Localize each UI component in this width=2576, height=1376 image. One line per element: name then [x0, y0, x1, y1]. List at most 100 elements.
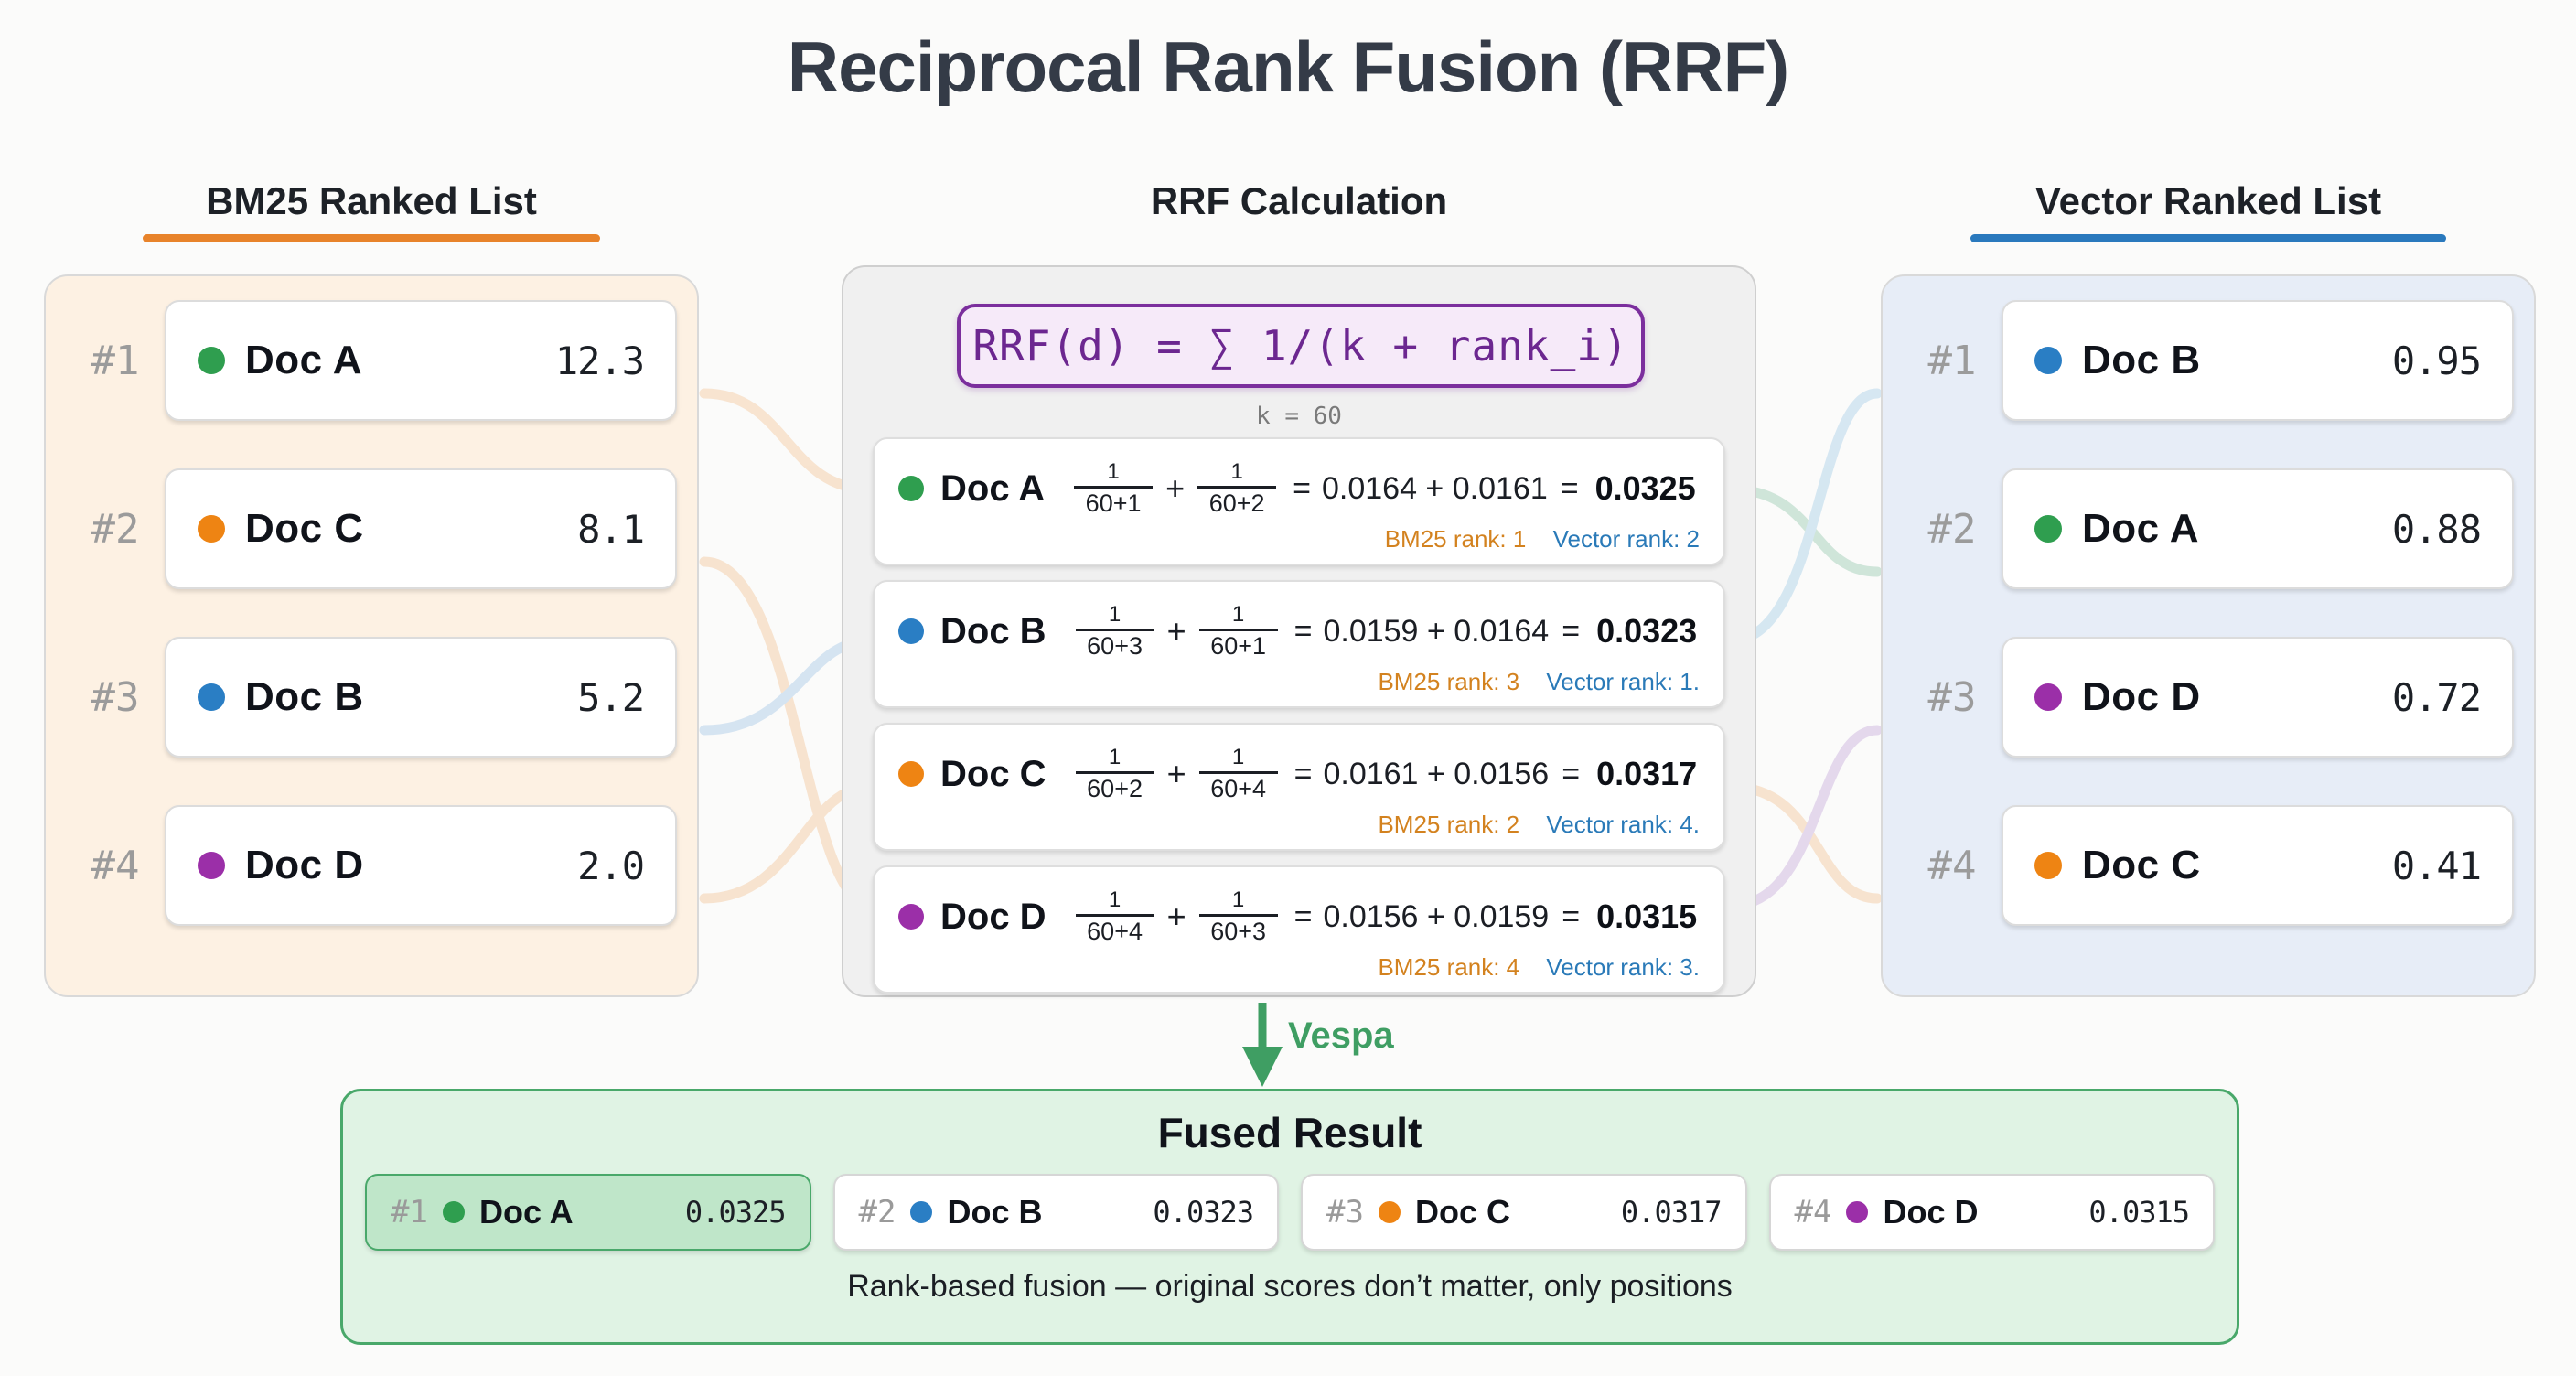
term-1: 0.0164 [1321, 470, 1417, 506]
doc-score: 0.0315 [2088, 1195, 2190, 1230]
fraction-numerator: 1 [1108, 745, 1122, 769]
doc-color-dot [198, 347, 225, 374]
fraction-numerator: 1 [1230, 459, 1243, 484]
rrf-total: 0.0323 [1596, 612, 1698, 650]
fraction-denominator: 60+4 [1087, 918, 1143, 945]
fraction-2: 1 60+1 [1198, 602, 1278, 660]
rrf-heading-label: RRF Calculation [1150, 179, 1448, 222]
plus-sign: + [1166, 612, 1186, 650]
doc-score: 0.72 [2391, 674, 2482, 720]
flow-arrow-group: Vespa [1208, 1003, 1592, 1103]
doc-card[interactable]: Doc D 0.72 [2002, 637, 2514, 758]
fraction-denominator: 60+4 [1210, 775, 1267, 802]
vector-rank-label: Vector rank: 2 [1552, 525, 1700, 553]
rrf-total: 0.0315 [1596, 898, 1698, 935]
rank-label: #3 [1927, 673, 1977, 721]
rank-label: #2 [1927, 505, 1977, 553]
vector-row-1[interactable]: #1 Doc B 0.95 [1903, 293, 2514, 428]
doc-color-dot [898, 904, 924, 930]
doc-score: 5.2 [577, 674, 645, 720]
doc-color-dot [2034, 347, 2062, 374]
rrf-calc-row-2[interactable]: Doc B 1 60+3 + 1 60+1 = 0.0159 + 0.0164 … [873, 580, 1725, 708]
fused-result-title: Fused Result [1157, 1109, 1422, 1156]
bm25-row-4[interactable]: #4 Doc D 2.0 [66, 798, 677, 933]
fused-chip-4[interactable]: #4 Doc D 0.0315 [1768, 1174, 2215, 1251]
fraction-2: 1 60+4 [1198, 745, 1278, 802]
term-1: 0.0161 [1323, 756, 1419, 791]
doc-card[interactable]: Doc D 2.0 [165, 805, 677, 926]
doc-card[interactable]: Doc C 0.41 [2002, 805, 2514, 926]
rrf-calc-expression: Doc C 1 60+2 + 1 60+4 = 0.0161 + 0.0156 … [898, 725, 1701, 816]
rank-label: #2 [91, 505, 140, 553]
doc-name: Doc A [940, 468, 1046, 509]
bm25-heading-label: BM25 Ranked List [206, 179, 537, 222]
bm25-row-3[interactable]: #3 Doc B 5.2 [66, 629, 677, 765]
fraction-numerator: 1 [1231, 887, 1245, 912]
bm25-row-2[interactable]: #2 Doc C 8.1 [66, 461, 677, 597]
doc-score: 0.41 [2391, 843, 2482, 888]
doc-color-dot [2034, 852, 2062, 879]
fraction-bar [1074, 486, 1154, 489]
fused-result-caption: Rank-based fusion — original scores don’… [847, 1269, 1733, 1304]
fused-chip-2[interactable]: #2 Doc B 0.0323 [832, 1174, 1279, 1251]
rrf-rank-meta: BM25 rank: 1 Vector rank: 2 [898, 525, 1701, 554]
equals-sign-2: = [1562, 613, 1581, 649]
doc-card[interactable]: Doc B 0.95 [2002, 300, 2514, 421]
doc-name: Doc D [940, 896, 1046, 937]
fraction-2: 1 60+2 [1197, 459, 1277, 517]
bm25-row-1[interactable]: #1 Doc A 12.3 [66, 293, 677, 428]
bm25-column-heading: BM25 Ranked List [44, 179, 699, 242]
fraction-numerator: 1 [1231, 602, 1245, 627]
term-1: 0.0156 [1323, 898, 1419, 934]
doc-card[interactable]: Doc B 5.2 [165, 637, 677, 758]
doc-score: 0.0325 [684, 1195, 787, 1230]
fraction-denominator: 60+1 [1210, 632, 1267, 660]
fraction-1: 1 60+3 [1075, 603, 1154, 660]
fused-chip-3[interactable]: #3 Doc C 0.0317 [1301, 1174, 1747, 1251]
term-2: 0.0159 [1454, 898, 1550, 934]
doc-card[interactable]: Doc C 8.1 [165, 468, 677, 589]
rank-label: #4 [1927, 842, 1977, 889]
fraction-bar [1198, 771, 1278, 774]
doc-name: Doc B [2082, 338, 2201, 382]
vector-ranked-list-panel: #1 Doc B 0.95 #2 Doc A 0.88 #3 Doc D 0.7… [1881, 274, 2536, 997]
doc-card[interactable]: Doc A 12.3 [165, 300, 677, 421]
bm25-rank-label: BM25 rank: 3 [1378, 668, 1520, 695]
doc-card[interactable]: Doc A 0.88 [2002, 468, 2514, 589]
doc-color-dot [198, 683, 225, 711]
fraction-numerator: 1 [1231, 745, 1245, 769]
doc-score: 0.88 [2391, 506, 2482, 552]
term-separator: + [1416, 470, 1453, 506]
doc-score: 0.95 [2391, 338, 2482, 383]
term-2: 0.0161 [1452, 470, 1548, 506]
doc-name: Doc B [940, 610, 1046, 651]
vector-row-3[interactable]: #3 Doc D 0.72 [1903, 629, 2514, 765]
doc-name: Doc C [1414, 1193, 1510, 1231]
fraction-2: 1 60+3 [1198, 887, 1278, 945]
vector-row-4[interactable]: #4 Doc C 0.41 [1903, 798, 2514, 933]
rank-label: #3 [1326, 1194, 1364, 1231]
term-2: 0.0156 [1454, 756, 1550, 791]
rrf-total: 0.0317 [1596, 755, 1698, 792]
fused-chip-1[interactable]: #1 Doc A 0.0325 [365, 1174, 811, 1251]
doc-score: 0.0323 [1153, 1195, 1254, 1230]
term-separator: + [1418, 898, 1454, 934]
term-separator: + [1418, 756, 1454, 791]
rrf-calc-row-4[interactable]: Doc D 1 60+4 + 1 60+3 = 0.0156 + 0.0159 … [873, 865, 1725, 994]
bm25-ranked-list-panel: #1 Doc A 12.3 #2 Doc C 8.1 #3 Doc B 5.2 [44, 274, 699, 997]
doc-color-dot [442, 1201, 465, 1223]
doc-color-dot [2034, 683, 2062, 711]
down-arrow-icon [1242, 1003, 1283, 1087]
doc-name: Doc B [947, 1193, 1043, 1231]
rank-label: #4 [91, 842, 140, 889]
vector-row-2[interactable]: #2 Doc A 0.88 [1903, 461, 2514, 597]
doc-name: Doc C [940, 753, 1046, 794]
rrf-calc-row-1[interactable]: Doc A 1 60+1 + 1 60+2 = 0.0164 + 0.0161 … [873, 437, 1725, 565]
rrf-calc-row-3[interactable]: Doc C 1 60+2 + 1 60+4 = 0.0161 + 0.0156 … [873, 723, 1725, 851]
fraction-bar [1075, 771, 1154, 774]
rrf-rank-meta: BM25 rank: 3 Vector rank: 1. [898, 668, 1701, 696]
fraction-bar [1198, 914, 1278, 917]
doc-color-dot [198, 852, 225, 879]
rrf-rank-meta: BM25 rank: 2 Vector rank: 4. [898, 811, 1701, 839]
